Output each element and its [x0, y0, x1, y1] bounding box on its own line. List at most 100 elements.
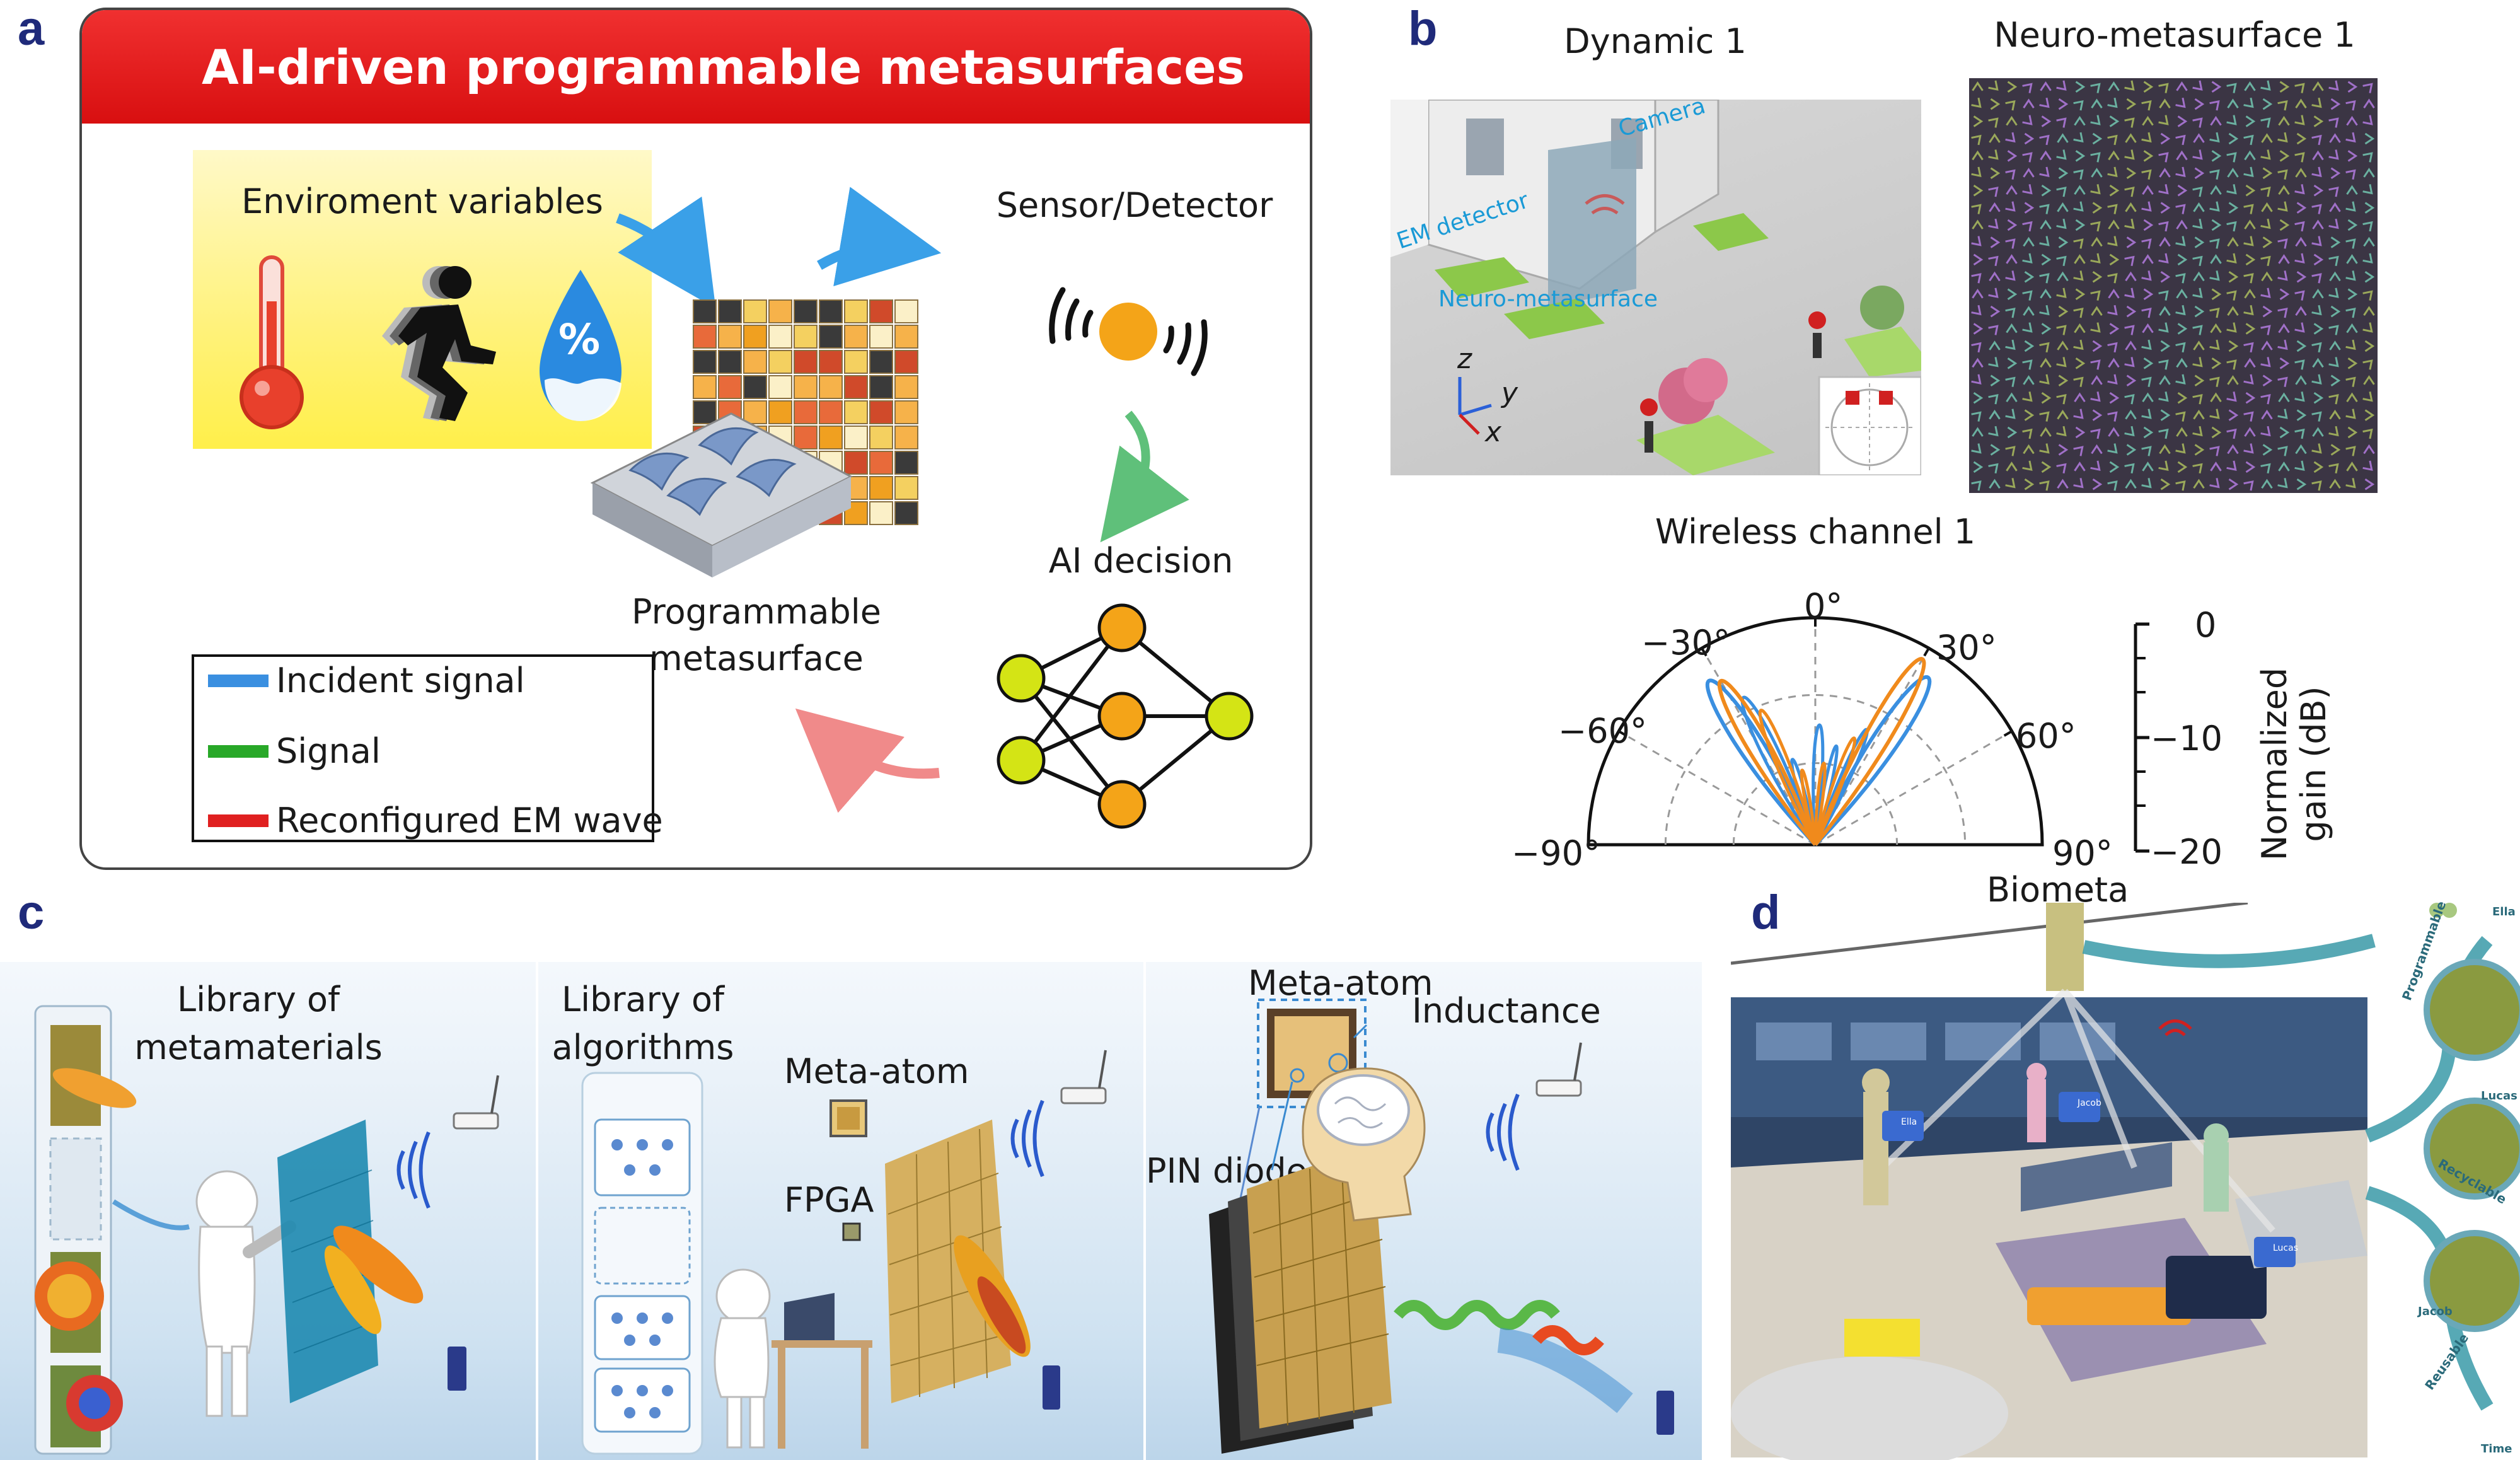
- panel-label-d: d: [1751, 886, 1781, 939]
- gain-axis-label: Normalized gain (dB): [2255, 657, 2333, 871]
- fpga-label: FPGA: [784, 1180, 874, 1220]
- metamaterial-library-graphic: [34, 1005, 499, 1455]
- gain-axis-label-line1: Normalized: [2255, 667, 2294, 861]
- radiation-lobe: [1813, 657, 1926, 846]
- polar-spoke: [1618, 730, 1816, 846]
- radiation-lobe: [1812, 723, 1825, 845]
- pattern-cells: [1971, 80, 2375, 491]
- gain-tick-10: −10: [2151, 719, 2222, 758]
- panel-d-smart-home: Ella Lucas Jacob Programmable Recyclable…: [1731, 899, 2520, 1460]
- metasurface-label: Programmable metasurface: [599, 589, 914, 682]
- inductance-label: Inductance: [1412, 991, 1601, 1031]
- panel-a-title: AI-driven programmable metasurfaces: [82, 10, 1310, 124]
- dynamic-scene-title: Dynamic 1: [1564, 21, 1747, 61]
- radiation-lobe: [1758, 709, 1817, 846]
- angle-label-m90: −90°: [1511, 833, 1600, 873]
- environment-box: Enviroment variables %: [193, 150, 652, 449]
- angle-label-30: 30°: [1936, 628, 1997, 668]
- legend-item-reconfigured: Reconfigured EM wave: [208, 801, 663, 840]
- humidity-percent-symbol: %: [558, 315, 601, 364]
- legend-label-reconfigured: Reconfigured EM wave: [276, 801, 663, 840]
- pattern-background: [1969, 78, 2378, 493]
- running-person-icon: [382, 266, 496, 421]
- angle-label-90: 90°: [2052, 833, 2113, 873]
- angle-label-0: 0°: [1804, 586, 1843, 626]
- meta-atom-shapes: [628, 427, 797, 516]
- library-algorithms-line2: algorithms: [552, 1028, 734, 1067]
- library-metamaterials-line1: Library of: [176, 980, 340, 1019]
- polar-tick: [1618, 730, 1627, 737]
- angle-label-60: 60°: [2016, 716, 2076, 756]
- radiation-lobe: [1813, 736, 1857, 846]
- legend-item-incident: Incident signal: [208, 661, 525, 700]
- library-metamaterials-line2: metamaterials: [134, 1028, 383, 1067]
- humidity-drop-icon: [540, 270, 621, 421]
- ai-decision-label: AI decision: [1048, 541, 1234, 581]
- environment-label: Enviroment variables: [241, 182, 603, 221]
- polar-tick: [1701, 647, 1708, 657]
- polar-plot-title: Wireless channel 1: [1655, 512, 1976, 552]
- programmable-metasurface-graphic: [590, 299, 918, 577]
- gain-tick-0: 0: [2195, 605, 2217, 645]
- legend-swatch-signal: [208, 744, 269, 758]
- legend-swatch-incident: [208, 674, 269, 687]
- library-metamaterials-label: Library of metamaterials: [126, 976, 391, 1072]
- radiation-lobe: [1800, 768, 1817, 845]
- axis-label-x: x: [1485, 416, 1502, 448]
- thermometer-icon: [240, 255, 304, 429]
- panel-label-a: a: [18, 2, 45, 55]
- signal-legend: Incident signal Signal Reconfigured EM w…: [192, 654, 663, 842]
- polar-tick: [1923, 647, 1930, 657]
- scene-label-neuro-metasurface: Neuro-metasurface: [1438, 286, 1658, 312]
- polar-spoke: [1815, 730, 2013, 846]
- polar-tick: [2003, 730, 2013, 737]
- panel-label-c: c: [18, 886, 45, 939]
- meta-atom-label-brain: Meta-atom: [1248, 963, 1433, 1003]
- person-tag-ella: Ella: [1901, 1117, 1917, 1127]
- axis-label-z: z: [1457, 343, 1472, 375]
- gain-axis-label-line2: gain (dB): [2294, 686, 2333, 842]
- radiation-lobe: [1717, 678, 1817, 846]
- neural-network-icon: [997, 603, 1254, 829]
- polar-lobes: [1705, 657, 1932, 847]
- polar-ring: [1664, 693, 1967, 845]
- polar-ring: [1732, 762, 1899, 845]
- legend-item-signal: Signal: [208, 731, 381, 771]
- legend-swatch-reconfigured: [208, 814, 269, 827]
- timeline-label-ella: Ella: [2492, 905, 2516, 918]
- metasurface-base-left: [592, 483, 712, 577]
- panel-label-b: b: [1408, 2, 1438, 55]
- timeline-label-time: Time: [2481, 1442, 2512, 1456]
- brain-metasurface-graphic: [1209, 999, 1674, 1454]
- library-algorithms-line1: Library of: [561, 980, 725, 1019]
- library-algorithms-label: Library of algorithms: [548, 976, 737, 1072]
- axis-label-y: y: [1501, 377, 1518, 409]
- timeline-label-lucas: Lucas: [2481, 1089, 2517, 1103]
- radiation-lobe: [1813, 675, 1932, 847]
- person-tag-lucas: Lucas: [2273, 1243, 2298, 1253]
- polar-plot: [1587, 616, 2044, 847]
- panel-c-illustrations: Library of metamaterials Library of algo…: [0, 962, 1702, 1460]
- flow-arrows: [616, 187, 1189, 813]
- angle-label-m30: −30°: [1641, 623, 1730, 663]
- radiation-lobe: [1740, 695, 1817, 846]
- algorithm-library-graphic: [581, 1050, 1107, 1455]
- sensor-icon: [1049, 287, 1208, 376]
- radiation-lobe: [1813, 761, 1827, 845]
- metasurface-label-line2: metasurface: [649, 639, 864, 678]
- legend-label-incident: Incident signal: [276, 661, 525, 700]
- polar-spoke: [1814, 647, 1930, 845]
- neuro-metasurface-title: Neuro-metasurface 1: [1994, 15, 2355, 55]
- panel-a-frame: AI-driven programmable metasurfaces Envi…: [79, 8, 1312, 870]
- metasurface-label-line1: Programmable: [631, 592, 882, 632]
- angle-label-m60: −60°: [1558, 711, 1647, 751]
- gain-tick-20: −20: [2151, 832, 2222, 872]
- dynamic-scene-image: Camera EM detector Neuro-metasurface z y…: [1390, 100, 1921, 475]
- person-tag-jacob: Jacob: [2078, 1098, 2101, 1108]
- sensor-label: Sensor/Detector: [996, 185, 1273, 225]
- neuro-metasurface-pattern: [1969, 78, 2378, 493]
- timeline-label-jacob: Jacob: [2418, 1305, 2453, 1318]
- scene-illustration: [1390, 100, 1921, 475]
- gain-scale-bar: [2134, 622, 2149, 853]
- legend-label-signal: Signal: [276, 731, 381, 771]
